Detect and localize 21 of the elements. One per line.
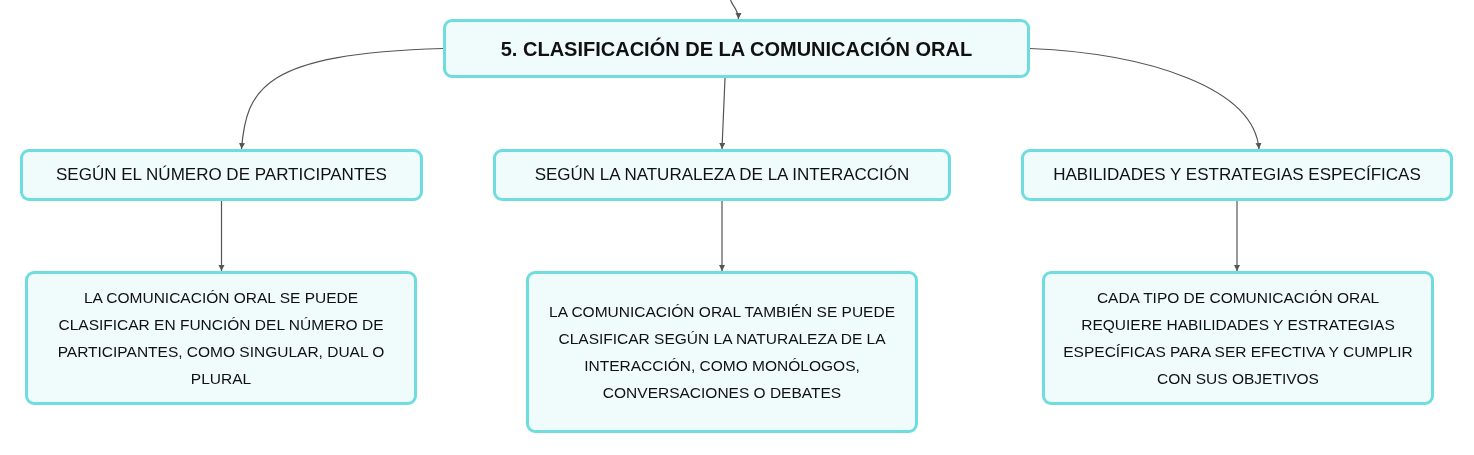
description-text: LA COMUNICACIÓN ORAL SE PUEDE CLASIFICAR EN FUNCIÓN DEL NÚMERO DE PARTICIPANTES, COMO SINGULAR, DUAL O PLURAL bbox=[56, 288, 386, 389]
category-text: SEGÚN EL NÚMERO DE PARTICIPANTES bbox=[56, 164, 387, 186]
arrow bbox=[1029, 47, 1261, 150]
arrow bbox=[719, 200, 725, 272]
title-text: 5. CLASIFICACIÓN DE LA COMUNICACIÓN ORAL bbox=[500, 36, 973, 61]
description-box bbox=[526, 271, 918, 433]
category-box bbox=[1021, 149, 1453, 201]
description-box bbox=[25, 271, 417, 405]
title-box bbox=[443, 19, 1030, 78]
description-box bbox=[1042, 271, 1434, 405]
category-text: HABILIDADES Y ESTRATEGIAS ESPECÍFICAS bbox=[1053, 164, 1421, 186]
arrow bbox=[239, 47, 444, 150]
category-text: SEGÚN LA NATURALEZA DE LA INTERACCIÓN bbox=[534, 164, 910, 186]
description-text: CADA TIPO DE COMUNICACIÓN ORAL REQUIERE HABILIDADES Y ESTRATEGIAS ESPECÍFICAS PARA SER EFECTIVA Y CUMPLIR CON SUS OBJETIVOS bbox=[1062, 288, 1414, 389]
arrow bbox=[218, 200, 225, 272]
arrow bbox=[719, 77, 726, 150]
arrow bbox=[729, 0, 742, 20]
category-box bbox=[493, 149, 951, 201]
arrow bbox=[1234, 200, 1240, 272]
category-box bbox=[20, 149, 423, 201]
description-text: LA COMUNICACIÓN ORAL TAMBIÉN SE PUEDE CLASIFICAR SEGÚN LA NATURALEZA DE LA INTERACCIÓN, COMO MONÓLOGOS, CONVERSACIONES O DEBATES bbox=[548, 302, 896, 403]
